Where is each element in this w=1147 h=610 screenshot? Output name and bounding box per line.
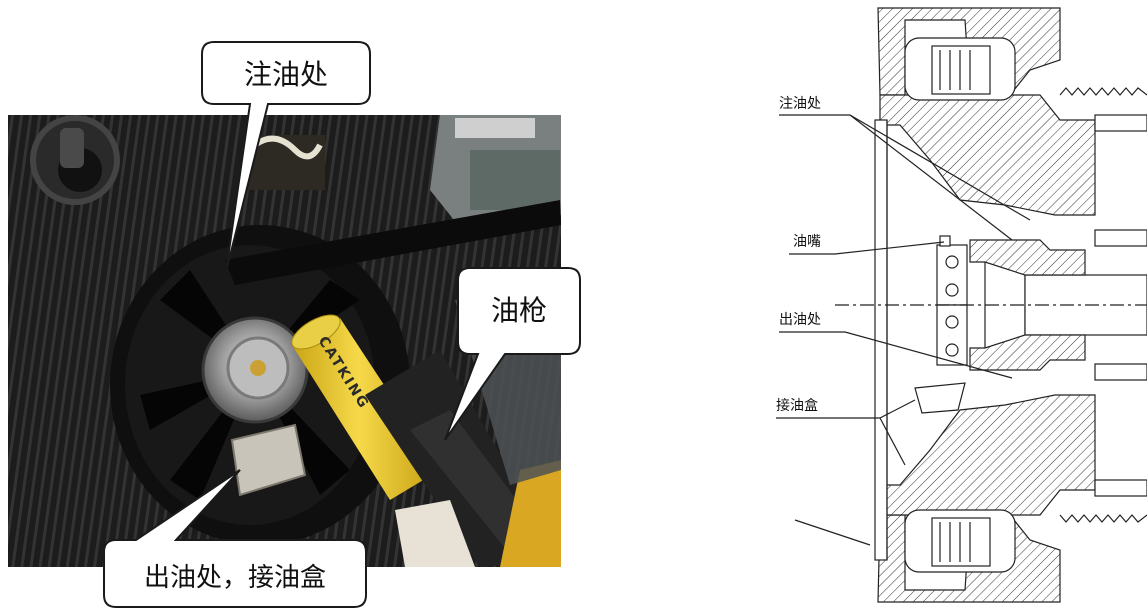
callout-oil-outlet: 出油处，接油盒 xyxy=(103,469,367,608)
callout-oil-inlet-label: 注油处 xyxy=(244,58,328,91)
bearing-top xyxy=(936,244,968,306)
oil-box-photo xyxy=(230,423,307,497)
motor-photo-figure: CATKING 注油处 油枪 出油处，接油盒 xyxy=(8,41,581,608)
callout-oil-gun-label: 油枪 xyxy=(491,294,547,327)
leader-lines xyxy=(776,114,1031,546)
label-grease-nipple: 油嘴 xyxy=(793,234,821,250)
label-oil-outlet: 出油处 xyxy=(779,312,821,328)
winding-bottom xyxy=(904,509,1016,573)
label-oil-box: 接油盒 xyxy=(776,397,818,414)
grease-gun: CATKING xyxy=(291,314,561,567)
oil-box-drawing xyxy=(914,382,966,414)
glove xyxy=(395,500,475,567)
winding-top xyxy=(904,37,1016,101)
callout-oil-inlet: 注油处 xyxy=(201,41,371,273)
grease-nipple-drawing xyxy=(939,235,951,247)
flange-plate xyxy=(874,119,888,561)
grease-nipple-photo xyxy=(250,360,266,376)
right-bolts xyxy=(1094,114,1147,497)
callout-oil-gun: 油枪 xyxy=(444,267,581,441)
cross-section-drawing: 注油处 油嘴 出油处 接油盒 xyxy=(776,7,1147,603)
callout-oil-outlet-label: 出油处，接油盒 xyxy=(144,563,326,593)
support-bar xyxy=(225,200,561,285)
bearing-bottom xyxy=(936,304,968,366)
label-oil-inlet: 注油处 xyxy=(779,96,821,112)
